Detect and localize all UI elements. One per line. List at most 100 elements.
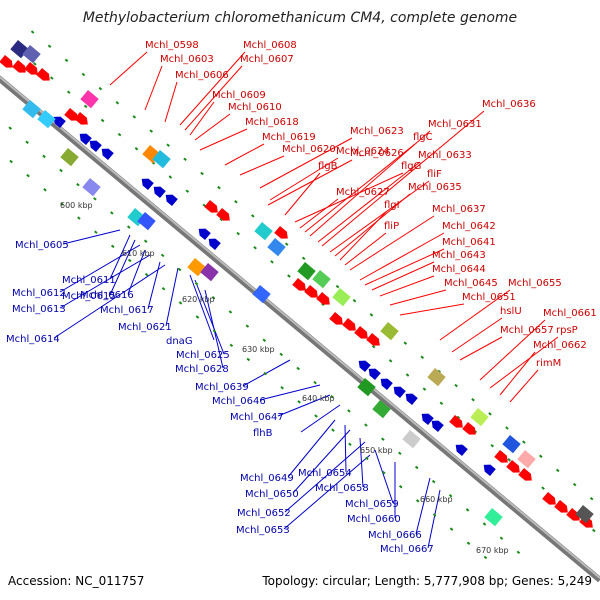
gene-arrow bbox=[216, 208, 230, 221]
gene-box bbox=[252, 285, 271, 304]
connector-forward bbox=[371, 261, 435, 291]
connector-forward bbox=[399, 303, 465, 316]
track-dot bbox=[296, 366, 300, 371]
track-dot bbox=[43, 188, 47, 192]
reverse-gene-label: Mchl_0621 bbox=[118, 322, 172, 333]
track-dot bbox=[30, 30, 35, 34]
track-dot bbox=[431, 479, 436, 484]
track-dot bbox=[414, 465, 419, 470]
reverse-gene-label: Mchl_0647 bbox=[230, 412, 284, 423]
track-dot bbox=[110, 244, 115, 249]
connector-forward bbox=[317, 161, 421, 243]
gene-arrow bbox=[421, 413, 434, 425]
track-dot bbox=[49, 76, 54, 80]
track-dot bbox=[77, 216, 81, 220]
connector-reverse bbox=[62, 229, 121, 245]
gene-arrow bbox=[449, 415, 463, 428]
gene-arrow bbox=[274, 226, 288, 239]
connector-forward bbox=[364, 248, 445, 286]
gene-arrow bbox=[342, 318, 356, 331]
forward-gene-label: Mchl_0633 bbox=[418, 150, 472, 161]
track-dot bbox=[251, 214, 255, 218]
gene-box bbox=[517, 450, 536, 469]
gene-labels: Mchl_0598Mchl_0603Mchl_0606Mchl_0608Mchl… bbox=[6, 40, 597, 555]
track-dot bbox=[98, 86, 103, 91]
reverse-gene-label: Mchl_0617 bbox=[100, 305, 154, 316]
forward-gene-label: Mchl_0608 bbox=[243, 40, 297, 51]
track-dot bbox=[94, 230, 98, 234]
track-dot bbox=[217, 185, 221, 190]
track-dot bbox=[25, 140, 29, 144]
connector-reverse bbox=[194, 279, 225, 355]
reverse-gene-label: Mchl_0628 bbox=[175, 364, 229, 375]
track-dot bbox=[253, 246, 257, 250]
reverse-gene-label: Mchl_0612 bbox=[12, 288, 66, 299]
forward-gene-label: Mchl_0655 bbox=[508, 278, 562, 289]
track-dot bbox=[348, 442, 352, 447]
track-dot bbox=[347, 409, 351, 413]
connector-forward bbox=[239, 155, 285, 176]
track-dot bbox=[420, 355, 425, 360]
connector-reverse bbox=[292, 429, 351, 494]
connector-forward bbox=[194, 113, 231, 141]
gene-arrow bbox=[354, 326, 368, 339]
reverse-gene-label: Mchl_0615 bbox=[62, 291, 116, 302]
connector-reverse bbox=[283, 454, 371, 530]
connector-forward bbox=[439, 289, 511, 341]
track-dot bbox=[211, 296, 216, 300]
gene-arrow bbox=[89, 140, 102, 152]
track-dot bbox=[301, 256, 306, 261]
ruler-tick-label: 620 kbp bbox=[182, 295, 215, 304]
gene-arrow bbox=[431, 420, 444, 432]
reverse-gene-label: Mchl_0613 bbox=[12, 304, 66, 315]
connector-reverse bbox=[189, 274, 215, 341]
connector-reverse bbox=[259, 384, 321, 401]
connector-forward bbox=[144, 65, 163, 111]
connector-forward bbox=[284, 172, 321, 216]
gene-box bbox=[575, 505, 594, 524]
track-dot bbox=[522, 440, 526, 444]
connector-forward bbox=[499, 351, 536, 396]
track-dot bbox=[405, 373, 410, 377]
track-dot bbox=[505, 426, 509, 430]
gene-box bbox=[137, 212, 156, 231]
connector-reverse bbox=[165, 267, 179, 327]
reverse-gene-label: Mchl_0667 bbox=[380, 544, 434, 555]
map-title: Methylobacterium chloromethanicum CM4, c… bbox=[82, 10, 518, 26]
connector-forward bbox=[344, 232, 387, 266]
gene-arrow bbox=[204, 200, 218, 213]
track-dot bbox=[126, 225, 131, 229]
forward-gene-label: Mchl_0623 bbox=[350, 126, 404, 137]
gene-arrow bbox=[101, 148, 114, 160]
connector-forward bbox=[359, 232, 445, 281]
forward-gene-label: Mchl_0610 bbox=[228, 102, 282, 113]
forward-gene-label: flgI bbox=[384, 200, 400, 211]
track-dot bbox=[144, 272, 149, 277]
connector-forward bbox=[189, 101, 215, 136]
backbone bbox=[0, 75, 600, 583]
gene-arrow bbox=[368, 368, 381, 380]
gene-arrow bbox=[304, 285, 318, 298]
gene-arrow bbox=[0, 55, 13, 68]
gene-arrow bbox=[554, 500, 568, 513]
forward-gene-label: Mchl_0627 bbox=[336, 187, 390, 198]
track-dot bbox=[284, 242, 289, 246]
track-dot bbox=[507, 458, 511, 462]
track-dot bbox=[516, 550, 521, 555]
reverse-gene-label: Mchl_0646 bbox=[212, 396, 266, 407]
track-dot bbox=[539, 454, 543, 459]
track-dot bbox=[200, 171, 204, 176]
connector-forward bbox=[459, 336, 503, 361]
connector-forward bbox=[349, 215, 435, 271]
reverse-gene-label: Mchl_0652 bbox=[237, 508, 291, 519]
gene-arrow bbox=[483, 464, 496, 477]
track-dot bbox=[143, 239, 148, 243]
gene-arrow bbox=[542, 492, 556, 505]
reverse-gene-label: Mchl_0616 bbox=[80, 290, 134, 301]
gene-box bbox=[37, 110, 56, 129]
track-dot bbox=[331, 428, 335, 432]
track-dot bbox=[64, 58, 69, 63]
track-dot bbox=[422, 387, 427, 391]
gene-arrow bbox=[566, 508, 580, 521]
track-dot bbox=[330, 395, 334, 399]
